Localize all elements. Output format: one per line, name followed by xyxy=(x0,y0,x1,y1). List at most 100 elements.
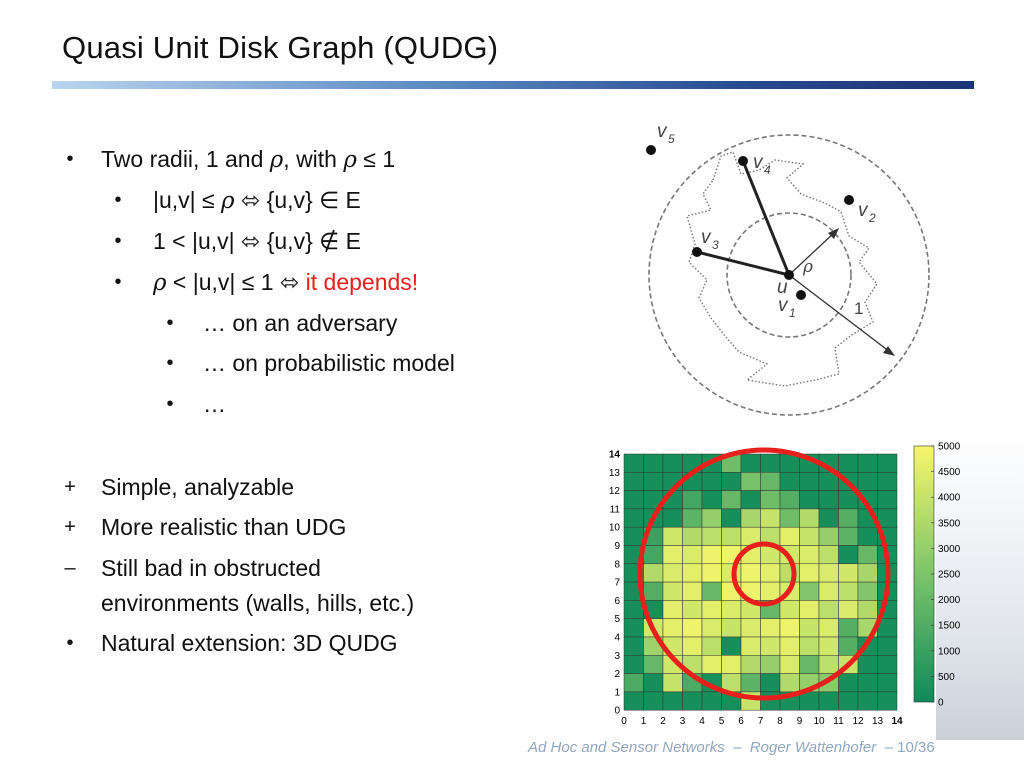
heatmap-cell xyxy=(740,636,761,656)
heatmap-cell xyxy=(857,526,878,546)
text-segment: Two radii, 1 and xyxy=(101,146,270,172)
label-v4: v xyxy=(753,152,764,173)
bullet-it-depends: ρ < |u,v| ≤ 1 ⬄ it depends! xyxy=(153,269,418,296)
heatmap-cell xyxy=(857,691,878,711)
heatmap-cell xyxy=(662,581,683,601)
x-tick-label: 12 xyxy=(852,716,864,727)
heatmap-cell xyxy=(799,581,820,601)
outer-radius-circle xyxy=(648,134,930,416)
text-segment: |u,v| xyxy=(153,187,203,213)
y-tick-label: 1 xyxy=(614,687,620,698)
rho-symbol: ρ xyxy=(153,270,167,296)
con-obstructed: Still bad in obstructed xyxy=(101,555,321,581)
heatmap-cell xyxy=(818,691,839,711)
node-u xyxy=(784,270,794,280)
heatmap-cell xyxy=(857,563,878,583)
heatmap-cell xyxy=(799,691,820,711)
colorbar-tick-label: 0 xyxy=(938,698,944,709)
colorbar-tick-label: 1500 xyxy=(938,621,961,632)
rho-symbol: ρ xyxy=(221,188,235,214)
heatmap-cell xyxy=(623,472,644,491)
heatmap-cell xyxy=(740,472,761,491)
heatmap-cell xyxy=(643,673,664,693)
heatmap-cell xyxy=(779,618,800,638)
heatmap-cell xyxy=(779,600,800,619)
x-tick-label: 1 xyxy=(641,716,647,727)
colorbar-tick-label: 1000 xyxy=(938,646,961,657)
heatmap-cell xyxy=(662,673,683,693)
y-tick-label: 11 xyxy=(610,504,621,515)
obstructed-boundary xyxy=(686,151,878,387)
heatmap-cell xyxy=(643,655,664,674)
outer-red-circle xyxy=(637,447,891,701)
colorbar-tick-label: 500 xyxy=(938,672,955,683)
heatmap-cell xyxy=(799,472,820,491)
heatmap-cell xyxy=(857,655,878,674)
rho-symbol: ρ xyxy=(269,147,284,173)
heatmap-cell xyxy=(643,581,664,601)
heatmap-cell xyxy=(682,563,703,583)
heatmap-cell xyxy=(760,472,781,491)
y-tick-label: 6 xyxy=(614,596,620,607)
heatmap-cell xyxy=(818,600,839,619)
heatmap-cell xyxy=(662,618,683,638)
label-v2-sub: 2 xyxy=(868,211,876,225)
y-tick-label: 0 xyxy=(614,706,620,717)
label-one: 1 xyxy=(854,299,863,318)
y-tick-label: 12 xyxy=(609,486,621,497)
y-tick-label: 14 xyxy=(609,450,621,461)
heatmap-cell xyxy=(779,472,800,491)
leq-symbol: ≤ xyxy=(202,187,215,213)
text-segment: , with xyxy=(283,146,344,172)
heatmap-cell xyxy=(701,618,722,638)
x-tick-label: 6 xyxy=(738,716,744,727)
heatmap-cell xyxy=(740,490,761,510)
background-photo-edge xyxy=(936,430,1024,740)
x-tick-label: 4 xyxy=(699,716,705,727)
heatmap-cell xyxy=(643,563,664,583)
heatmap-cell xyxy=(799,600,820,619)
node-v5 xyxy=(646,145,656,155)
heatmap-cell xyxy=(623,618,644,638)
bullet-marker: • xyxy=(114,271,122,293)
it-depends-highlight: it depends! xyxy=(299,269,419,295)
heatmap-cell xyxy=(818,563,839,583)
text-segment: 1 xyxy=(382,146,396,172)
label-v3: v xyxy=(701,227,712,248)
text-segment: E xyxy=(339,228,361,254)
heatmap-cell xyxy=(623,673,644,693)
slide-footer: Ad Hoc and Sensor Networks – Roger Watte… xyxy=(528,739,935,756)
leq-symbol: ≤ xyxy=(356,146,383,172)
label-u: u xyxy=(777,277,788,298)
heatmap-cell xyxy=(740,618,761,638)
colorbar-tick-label: 2500 xyxy=(938,570,961,581)
rho-symbol: ρ xyxy=(343,147,357,173)
heatmap-cell xyxy=(701,655,722,674)
heatmap-cell xyxy=(701,600,722,619)
heatmap-cell xyxy=(701,490,722,510)
x-tick-label: 0 xyxy=(621,716,627,727)
heatmap-cell xyxy=(877,691,898,711)
bullet-two-radii: Two radii, 1 and ρ, with ρ ≤ 1 xyxy=(101,146,395,173)
heatmap-cell xyxy=(682,526,703,546)
heatmap-cell xyxy=(721,636,742,656)
text-segment: {u,v} xyxy=(260,228,320,254)
heatmap-cell xyxy=(760,673,781,693)
heatmap-cell xyxy=(760,636,781,656)
heatmap-cell xyxy=(623,655,644,674)
label-v2: v xyxy=(858,200,869,221)
heatmap-cell xyxy=(643,453,664,473)
heatmap-cell xyxy=(877,472,898,491)
qudg-disk-diagram: v 5 v 4 v 2 v 3 u v 1 ρ 1 xyxy=(646,121,930,416)
label-v1-sub: 1 xyxy=(789,306,796,320)
heatmap-cell xyxy=(682,490,703,510)
text-segment: E xyxy=(339,187,361,213)
heatmap-cell xyxy=(799,618,820,638)
bullet-ellipsis: … xyxy=(203,391,226,417)
not-element-of-symbol: ∉ xyxy=(319,228,340,254)
heatmap-cell xyxy=(877,453,898,473)
heatmap-cell xyxy=(779,563,800,583)
text-segment: 1 xyxy=(254,269,280,295)
heatmap-cell xyxy=(818,655,839,674)
